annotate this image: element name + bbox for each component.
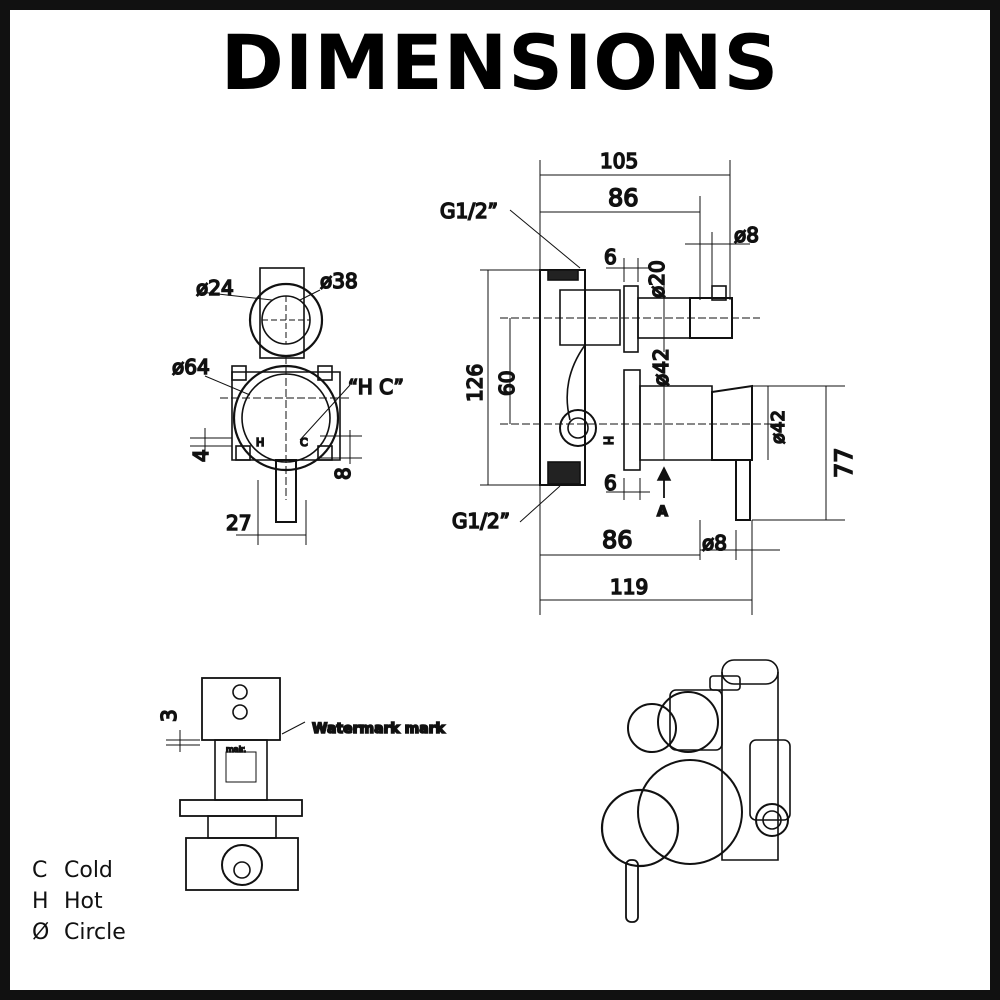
- bottom-view: [166, 677, 306, 891]
- dim-60-label: 60: [495, 371, 519, 396]
- dim-27-label: 27: [226, 511, 251, 535]
- hc-label: “H C”: [348, 375, 404, 399]
- thread-bottom-label: G1/2”: [452, 509, 510, 533]
- side-backbox: [539, 269, 586, 486]
- dim-6-top-label: 6: [604, 245, 617, 269]
- dia-42-outer-label: ø42: [768, 410, 789, 444]
- dim-119-label: 119: [610, 575, 648, 599]
- watermark-small-text: mair.: [226, 745, 246, 754]
- dia-8-top-label: ø8: [734, 223, 759, 247]
- dia-8-bottom-label: ø8: [702, 531, 727, 555]
- front-c-mark: C: [300, 436, 308, 449]
- legend-row-circle: Ø Circle: [32, 917, 126, 948]
- dia-20-label: ø20: [645, 260, 669, 298]
- dim-6-bottom-label: 6: [604, 471, 617, 495]
- legend-text: Circle: [64, 920, 126, 945]
- dia-42-inner-label: ø42: [649, 348, 673, 386]
- front-view: [190, 267, 362, 545]
- legend: C Cold H Hot Ø Circle: [32, 855, 126, 948]
- legend-symbol: Ø: [32, 920, 50, 945]
- front-h-mark: H: [256, 436, 264, 449]
- page-title: DIMENSIONS: [220, 18, 780, 107]
- dim-3-label: 3: [157, 709, 181, 722]
- dim-8-label: 8: [331, 467, 355, 480]
- dim-77-label: 77: [830, 447, 858, 478]
- legend-row-cold: C Cold: [32, 855, 126, 886]
- arrow-a-label: A: [657, 504, 668, 520]
- side-view: [480, 160, 845, 615]
- legend-symbol: C: [32, 858, 48, 883]
- side-h-mark: H: [601, 436, 615, 445]
- thread-top-label: G1/2”: [440, 199, 498, 223]
- dim-105-label: 105: [600, 149, 638, 173]
- legend-text: Hot: [64, 889, 103, 914]
- legend-symbol: H: [32, 889, 49, 914]
- dia-38-label: ø38: [320, 269, 358, 293]
- legend-row-hot: H Hot: [32, 886, 126, 917]
- front-top-bracket: [259, 267, 305, 359]
- dim-86-top-label: 86: [608, 184, 639, 212]
- watermark-label: Watermark mark: [312, 721, 446, 737]
- front-lever: [275, 459, 297, 523]
- dia-24-label: ø24: [196, 276, 234, 300]
- dim-126-label: 126: [463, 364, 487, 402]
- dia-64-label: ø64: [172, 355, 210, 379]
- legend-text: Cold: [64, 858, 113, 883]
- dim-86-bottom-label: 86: [602, 526, 633, 554]
- dim-4-label: 4: [189, 449, 213, 462]
- isometric-view: [600, 659, 791, 923]
